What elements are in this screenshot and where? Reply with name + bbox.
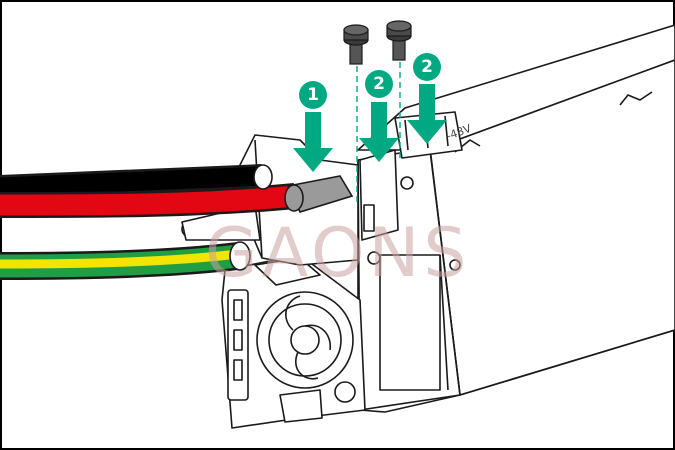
psu-handle-and-fan <box>221 254 366 429</box>
cable-end-collars <box>229 164 273 271</box>
step-1-callout: 1 <box>293 81 333 172</box>
step-1-number: 1 <box>307 85 319 105</box>
black-cable <box>0 164 263 199</box>
ring-lug <box>284 175 354 213</box>
step-2-callout-left: 2 <box>359 70 399 162</box>
watermark: GAONS <box>205 214 471 293</box>
power-supply-unit <box>357 24 675 413</box>
alignment-guides <box>356 62 401 206</box>
red-cable <box>0 183 297 218</box>
screw-left <box>343 24 369 65</box>
step-2-callout-right: 2 <box>407 53 447 144</box>
ground-cable <box>0 242 240 280</box>
step-2-number-left: 2 <box>373 74 385 94</box>
step-2-number-right: 2 <box>421 57 433 77</box>
screw-right <box>386 20 412 61</box>
